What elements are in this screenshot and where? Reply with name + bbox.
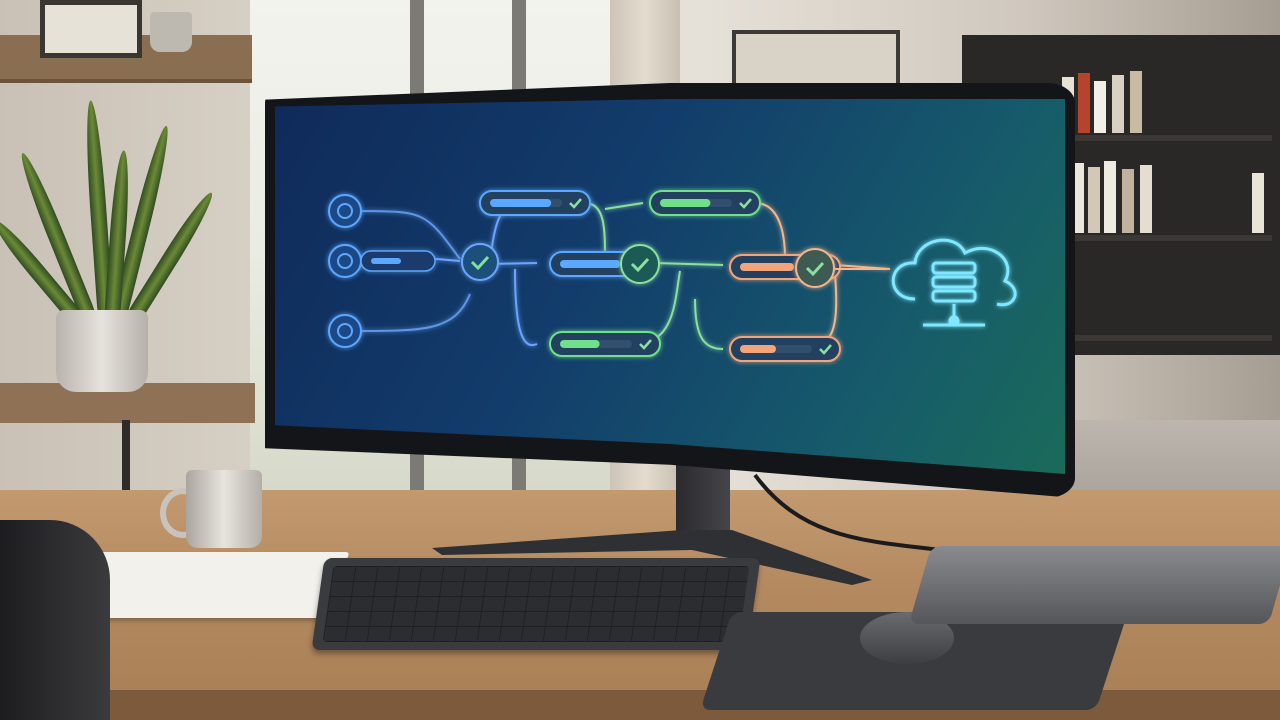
pipeline-stage bbox=[729, 336, 841, 362]
pipeline-check-badges bbox=[461, 243, 835, 288]
check-icon bbox=[819, 344, 832, 355]
side-table-leg bbox=[122, 420, 130, 540]
check-icon bbox=[739, 198, 752, 209]
pipeline-stage bbox=[549, 331, 661, 357]
circle-node-icon bbox=[328, 194, 362, 228]
laptop bbox=[908, 546, 1280, 624]
check-icon bbox=[795, 248, 835, 288]
share-node-icon bbox=[328, 314, 362, 348]
pipeline-diagram bbox=[328, 190, 1017, 362]
snake-plant bbox=[0, 80, 219, 326]
curved-monitor bbox=[265, 83, 1075, 498]
pipeline-sources bbox=[328, 194, 436, 348]
pipeline-stage bbox=[479, 190, 591, 216]
pipeline-stage bbox=[649, 190, 761, 216]
monitor-screen bbox=[275, 99, 1065, 474]
shelf-picture-frame bbox=[40, 0, 142, 58]
monitor-stand-base bbox=[432, 530, 872, 585]
coffee-mug bbox=[186, 470, 262, 548]
cloud-server-icon bbox=[891, 238, 1017, 327]
check-icon bbox=[620, 244, 660, 284]
gear-node-icon bbox=[328, 244, 436, 278]
office-chair bbox=[0, 520, 110, 720]
check-icon bbox=[639, 339, 652, 350]
keyboard bbox=[311, 558, 761, 650]
check-icon bbox=[461, 243, 499, 281]
check-icon bbox=[569, 198, 582, 209]
plant-pot bbox=[56, 310, 148, 392]
small-plant-pot bbox=[150, 12, 192, 52]
